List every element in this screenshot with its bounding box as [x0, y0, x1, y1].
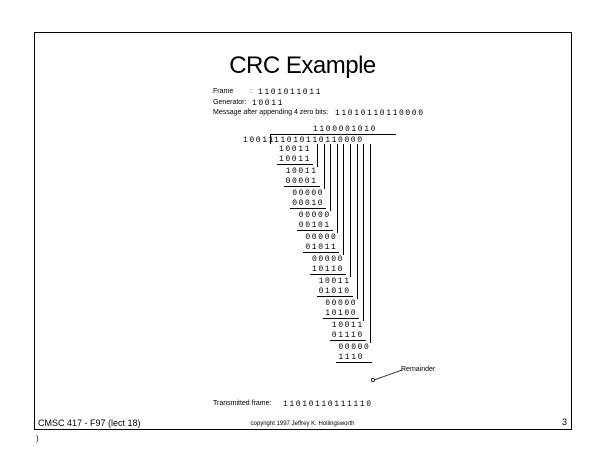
subtraction-line: [310, 274, 346, 275]
division-step-row: 00010: [292, 198, 325, 208]
subtraction-line: [329, 340, 366, 341]
division-step-row: 00000: [298, 211, 331, 220]
bring-down-line: [323, 144, 325, 189]
division-step-row: 10011: [279, 145, 312, 154]
frame-label: Frame: [213, 88, 234, 95]
division-step-row: 10011: [279, 154, 312, 164]
slide-title: CRC Example: [229, 52, 376, 79]
message-value: 11010110110000: [335, 109, 425, 118]
subtraction-line: [316, 296, 353, 297]
division-step-row: 1110: [338, 352, 364, 362]
division-step-row: 00101: [298, 220, 331, 230]
bring-down-line: [369, 144, 371, 343]
bring-down-line: [330, 144, 332, 211]
subtraction-line: [336, 362, 373, 363]
dividend: 11010110110000: [274, 136, 364, 145]
transmitted-label: Transmitted frame:: [213, 400, 272, 407]
frame-colon: :: [250, 88, 252, 95]
subtraction-line: [283, 186, 320, 187]
remainder-label: Remainder: [401, 366, 436, 373]
bring-down-line: [343, 144, 345, 255]
subtraction-line: [290, 208, 327, 209]
division-step-row: 00000: [338, 343, 371, 352]
message-label: Message after appending 4 zero bits:: [213, 109, 329, 116]
bring-down-line: [356, 144, 358, 299]
slide-frame: [34, 32, 572, 430]
corner-mark: ): [36, 434, 39, 443]
transmitted-value: 11010110111110: [283, 400, 373, 409]
generator-label: Generator:: [213, 99, 247, 106]
frame-value: 1101011011: [258, 88, 323, 97]
division-step-row: 10100: [325, 308, 358, 318]
division-step-row: 10011: [318, 277, 351, 286]
generator-value: 10011: [252, 99, 285, 108]
bring-down-line: [363, 144, 365, 321]
divisor: 10011: [243, 136, 276, 145]
remainder-pointer: [370, 369, 403, 382]
bring-down-line: [336, 144, 338, 233]
subtraction-line: [277, 164, 313, 165]
division-step-row: 01110: [331, 330, 364, 340]
division-bar: [270, 134, 396, 135]
division-bracket: [270, 134, 271, 144]
bring-down-line: [317, 144, 318, 167]
division-step-row: 00000: [312, 255, 345, 264]
division-step-row: 10110: [312, 264, 345, 274]
subtraction-line: [303, 252, 340, 253]
division-step-row: 01011: [305, 242, 338, 252]
division-step-row: 01010: [318, 286, 351, 296]
course-footer: CMSC 417 - F97 (lect 18): [38, 418, 141, 428]
copyright-footer: copyright 1997 Jeffrey K. Hollingsworth: [250, 421, 355, 427]
subtraction-line: [296, 230, 333, 231]
quotient: 1100001010: [313, 125, 378, 134]
division-step-row: 00000: [305, 233, 338, 242]
subtraction-line: [323, 318, 360, 319]
division-step-row: 00000: [292, 189, 325, 198]
division-step-row: 00000: [325, 299, 358, 308]
division-step-row: 00001: [285, 176, 318, 186]
page-number: 3: [562, 417, 568, 427]
bring-down-line: [350, 144, 351, 277]
division-step-row: 10011: [285, 167, 318, 176]
division-step-row: 10011: [331, 321, 364, 330]
